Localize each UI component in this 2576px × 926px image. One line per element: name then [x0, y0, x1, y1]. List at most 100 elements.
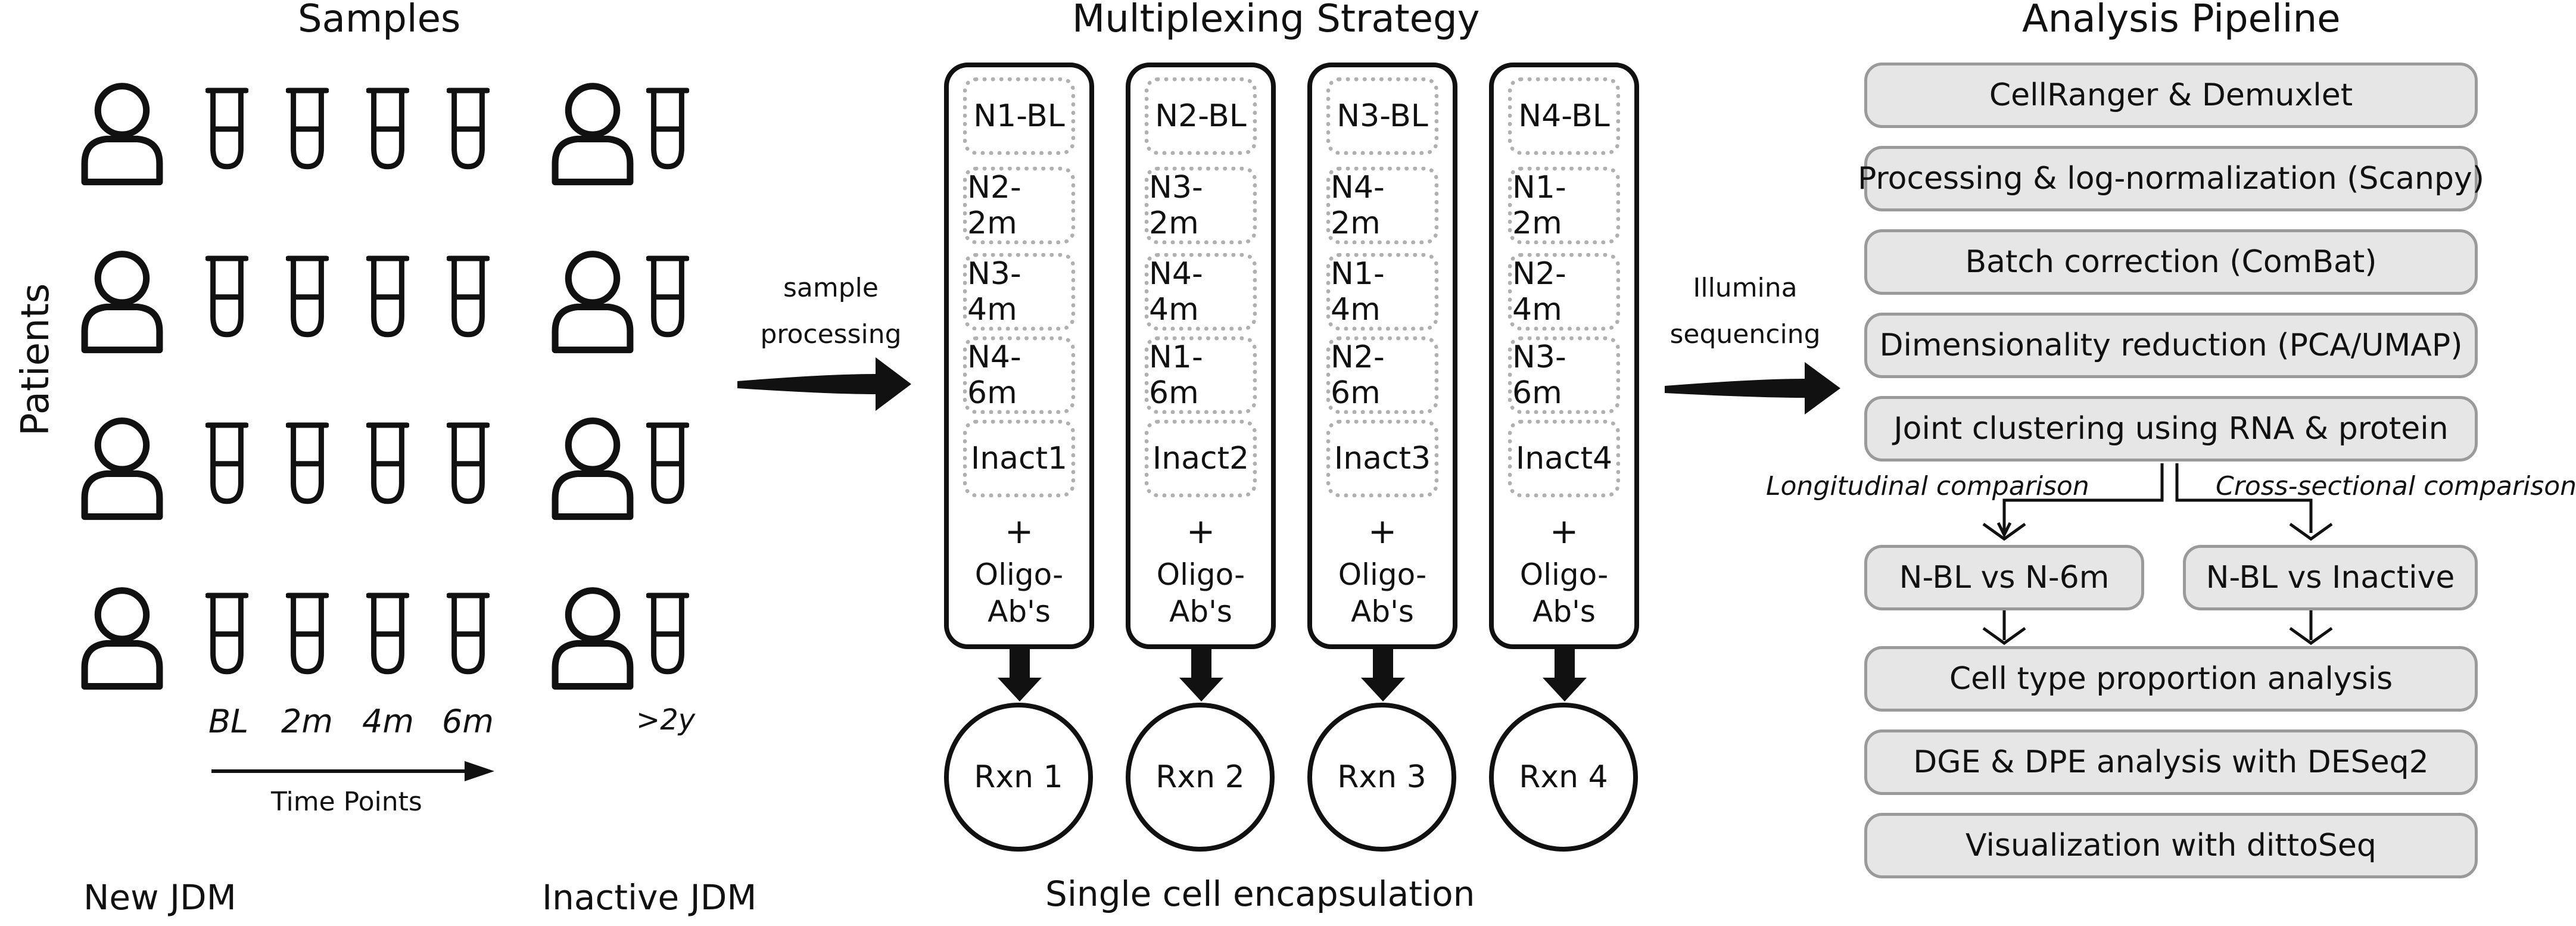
- multiplexing-title: Multiplexing Strategy: [1072, 0, 1480, 41]
- pipeline-final-step-1: Cell type proportion analysis: [1864, 646, 2478, 712]
- time-points-arrowhead: [465, 761, 494, 781]
- tube-icon: [288, 595, 327, 672]
- lane-2-oligo-line1: Oligo-: [1156, 557, 1245, 592]
- pipeline-step-3: Batch correction (ComBat): [1864, 229, 2478, 295]
- lane-1-sample-5: Inact1: [963, 420, 1075, 497]
- lane-1-sample-2: N2-2m: [963, 167, 1075, 244]
- lane-3: [1307, 63, 1457, 649]
- lane-1-oligo-line2: Ab's: [988, 594, 1051, 629]
- inactive-jdm-label: Inactive JDM: [542, 877, 757, 918]
- tube-icon: [449, 595, 488, 672]
- tube-icon: [449, 258, 488, 335]
- lane-1: [944, 63, 1094, 649]
- reaction-4: Rxn 4: [1489, 703, 1638, 852]
- tube-icon: [208, 258, 247, 335]
- tube-icon: [369, 91, 407, 167]
- longitudinal-comparison-label: Longitudinal comparison: [1766, 471, 2089, 501]
- lane-3-oligo-line1: Oligo-: [1338, 557, 1427, 592]
- lane-2-sample-2: N3-2m: [1145, 167, 1257, 244]
- lane-3-sample-2: N4-2m: [1326, 167, 1438, 244]
- patient-icon: [555, 254, 630, 350]
- sample-processing-label-line2: processing: [760, 319, 902, 350]
- tube-icon: [649, 595, 687, 672]
- lane-4-plus: +: [1549, 511, 1579, 551]
- lane-3-plus: +: [1368, 511, 1397, 551]
- lane-1-sample-1: N1-BL: [963, 77, 1075, 155]
- time-point-inactive: >2y: [636, 703, 696, 737]
- lane-1-plus: +: [1004, 511, 1034, 551]
- lane-3-sample-4: N2-6m: [1326, 336, 1438, 414]
- tube-icon: [649, 91, 687, 167]
- lane-4-sample-1: N4-BL: [1508, 77, 1620, 155]
- lane-4-sample-5: Inact4: [1508, 420, 1620, 497]
- tube-icon: [649, 258, 687, 335]
- lane-4-oligo-line1: Oligo-: [1519, 557, 1609, 592]
- single-cell-encapsulation-label: Single cell encapsulation: [1045, 874, 1475, 914]
- patient-icon: [85, 254, 160, 350]
- lane-2-sample-1: N2-BL: [1145, 77, 1257, 155]
- tube-icon: [208, 595, 247, 672]
- sample-row-1: [85, 86, 687, 182]
- patient-icon: [555, 86, 630, 182]
- lane-3-oligo-line2: Ab's: [1351, 594, 1414, 629]
- patient-icon: [85, 421, 160, 517]
- pipeline-title: Analysis Pipeline: [2022, 0, 2341, 41]
- sample-processing-arrow: [737, 357, 911, 411]
- tube-icon: [208, 425, 247, 501]
- sequencing-label-line1: Illumina: [1693, 273, 1798, 303]
- patient-icon: [555, 591, 630, 687]
- pipeline-step-1: CellRanger & Demuxlet: [1864, 63, 2478, 128]
- pipeline-step-4: Dimensionality reduction (PCA/UMAP): [1864, 313, 2478, 378]
- patient-icon: [85, 591, 160, 687]
- sequencing-arrow: [1665, 362, 1840, 414]
- time-point-2m: 2m: [281, 703, 333, 740]
- time-point-6m: 6m: [442, 703, 494, 740]
- sample-processing-label-line1: sample: [783, 273, 879, 303]
- tube-icon: [369, 425, 407, 501]
- lane-4-oligo-line2: Ab's: [1532, 594, 1596, 629]
- tube-icon: [208, 91, 247, 167]
- time-points-label: Time Points: [271, 787, 422, 817]
- time-point-4m: 4m: [362, 703, 414, 740]
- pipeline-connectors: [1982, 463, 2333, 646]
- lane-2: [1126, 63, 1276, 649]
- lane-arrows: [998, 646, 1587, 701]
- lane-1-sample-4: N4-6m: [963, 336, 1075, 414]
- lane-2-sample-3: N4-4m: [1145, 253, 1257, 331]
- time-point-bl: BL: [208, 703, 249, 740]
- tube-icon: [449, 425, 488, 501]
- branch-cross-sectional-box: N-BL vs Inactive: [2183, 545, 2478, 610]
- sample-row-4: [85, 591, 687, 687]
- pipeline-step-5: Joint clustering using RNA & protein: [1864, 396, 2478, 462]
- pipeline-step-2: Processing & log-normalization (Scanpy): [1858, 146, 2484, 211]
- lane-1-sample-3: N3-4m: [963, 253, 1075, 331]
- sample-row-2: [85, 254, 687, 350]
- reaction-3: Rxn 3: [1307, 703, 1456, 852]
- reaction-2: Rxn 2: [1126, 703, 1275, 852]
- patient-icon: [555, 421, 630, 517]
- lane-4-sample-4: N3-6m: [1508, 336, 1620, 414]
- lane-3-sample-5: Inact3: [1326, 420, 1438, 497]
- pipeline-final-step-2: DGE & DPE analysis with DESeq2: [1864, 729, 2478, 795]
- lane-3-sample-1: N3-BL: [1326, 77, 1438, 155]
- pipeline-final-step-3: Visualization with dittoSeq: [1864, 813, 2478, 878]
- sample-row-3: [85, 421, 687, 517]
- tube-icon: [369, 595, 407, 672]
- tube-icon: [288, 425, 327, 501]
- tube-icon: [369, 258, 407, 335]
- lane-2-sample-4: N1-6m: [1145, 336, 1257, 414]
- lane-4: [1489, 63, 1639, 649]
- lane-2-oligo-line2: Ab's: [1169, 594, 1232, 629]
- sequencing-label-line2: sequencing: [1669, 319, 1821, 350]
- lane-3-sample-3: N1-4m: [1326, 253, 1438, 331]
- new-jdm-label: New JDM: [83, 877, 236, 918]
- lane-2-sample-5: Inact2: [1145, 420, 1257, 497]
- samples-title: Samples: [298, 0, 461, 41]
- reaction-1: Rxn 1: [944, 703, 1093, 852]
- lane-2-plus: +: [1186, 511, 1216, 551]
- lane-1-oligo-line1: Oligo-: [974, 557, 1064, 592]
- cross-sectional-comparison-label: Cross-sectional comparison: [2216, 471, 2576, 501]
- tube-icon: [288, 258, 327, 335]
- patients-axis-label: Patients: [14, 283, 58, 436]
